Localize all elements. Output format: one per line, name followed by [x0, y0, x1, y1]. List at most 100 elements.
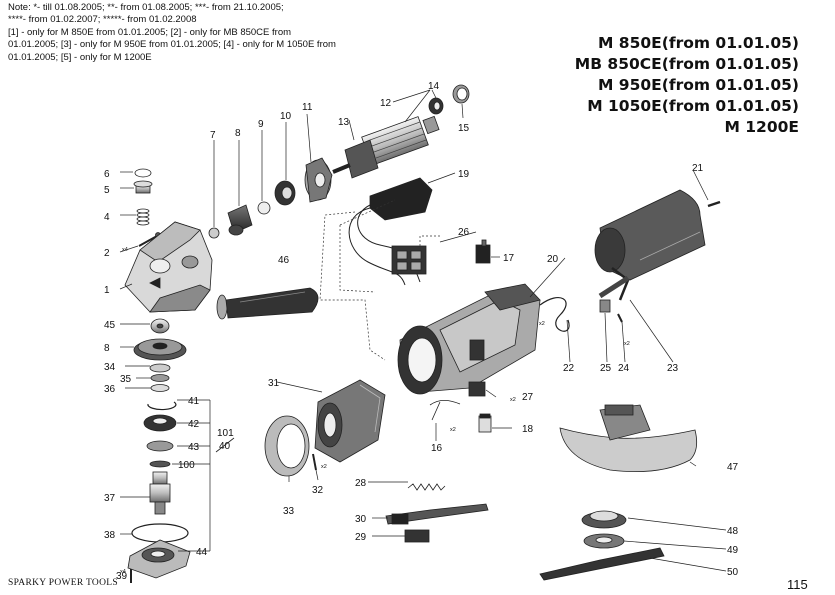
spindle-housing-part	[127, 539, 191, 579]
washer-part	[150, 384, 170, 392]
part-label: 34	[104, 362, 116, 373]
part-label: 19	[458, 169, 470, 180]
model-name: M 1050E(from 01.01.05)	[587, 97, 799, 115]
washer-part	[257, 201, 271, 215]
part-label: 35	[120, 374, 132, 385]
part-label: 27	[522, 392, 534, 403]
o-ring-part	[131, 523, 189, 543]
part-label: 38	[104, 530, 116, 541]
pinion-gear-part	[227, 204, 253, 236]
part-label: 11	[302, 102, 313, 113]
model-name: M 1200E	[724, 118, 799, 136]
part-label: 32	[312, 485, 324, 496]
page-number: 115	[787, 577, 808, 592]
quantity-mark: x4	[122, 247, 128, 253]
model-name: MB 850CE(from 01.01.05)	[574, 55, 799, 73]
part-label: 25	[600, 363, 612, 374]
cover-part	[369, 177, 433, 221]
bearing-part	[428, 97, 444, 115]
part-label: 50	[727, 567, 739, 578]
part-label: 10	[280, 111, 292, 122]
cable-guard-part	[539, 296, 570, 332]
note-line: 01.01.2005; [5] - only for M 1200E	[8, 51, 152, 63]
part-label: 33	[283, 506, 295, 517]
model-list: M 850E(from 01.01.05) MB 850CE(from 01.0…	[575, 33, 799, 138]
part-label: 4	[104, 212, 110, 223]
part-label: 100	[178, 460, 195, 471]
quantity-mark: x2	[321, 464, 327, 470]
part-label: 2	[104, 248, 110, 259]
dashed-guide-lines	[319, 199, 440, 361]
circlip-part	[147, 401, 177, 411]
flange-part	[583, 533, 625, 549]
note-line: [1] - only for M 850E from 01.01.2005; […	[8, 26, 292, 38]
motor-housing-part	[397, 283, 541, 395]
part-label: 22	[563, 363, 575, 374]
part-label: 21	[692, 163, 704, 174]
cable-part	[598, 275, 630, 299]
part-label: 48	[727, 526, 739, 537]
part-label: 18	[522, 424, 534, 435]
part-label: 101	[217, 428, 234, 439]
part-label: 40	[219, 441, 231, 452]
lock-button-part	[133, 180, 153, 194]
part-label: 20	[547, 254, 559, 265]
part-label: 28	[355, 478, 367, 489]
part-label: 30	[355, 514, 367, 525]
part-label: 6	[104, 169, 110, 180]
washer-part	[150, 374, 170, 382]
part-label: 12	[380, 98, 392, 109]
part-label: 41	[188, 396, 200, 407]
quantity-marks: x4 x2 x2 x2 x2 x2 x4	[120, 247, 630, 575]
part-label: 36	[104, 384, 116, 395]
part-label: 8	[104, 343, 110, 354]
bearing-part	[143, 414, 177, 432]
switch-lever-part	[385, 503, 489, 525]
carbon-brush-part	[429, 399, 461, 421]
brand-footer: SPARKY POWER TOOLS	[8, 578, 118, 588]
ring-part	[146, 440, 174, 452]
note-line: 01.01.2005; [3] - only for M 950E from 0…	[8, 39, 336, 51]
stator-ring-part	[264, 415, 310, 477]
part-label: 5	[104, 185, 110, 196]
part-label: 17	[503, 253, 515, 264]
o-ring-part	[134, 168, 152, 178]
rear-housing-part	[594, 189, 706, 301]
spring-part	[136, 208, 150, 226]
note-line: Note: *- till 01.08.2005; **- from 01.08…	[8, 2, 284, 13]
part-label: 14	[428, 81, 440, 92]
spindle-part	[149, 471, 171, 515]
part-label: 39	[116, 571, 128, 582]
model-name: M 950E(from 01.01.05)	[597, 76, 799, 94]
clamp-part	[599, 299, 611, 313]
part-label: 42	[188, 419, 200, 430]
part-label: 29	[355, 532, 367, 543]
stator-part	[314, 379, 386, 463]
side-handle-part	[216, 287, 319, 320]
washer-part	[149, 460, 171, 468]
screw-part	[312, 453, 317, 471]
part-label: 15	[458, 123, 470, 134]
bearing-part	[274, 180, 296, 206]
part-label: 9	[258, 119, 264, 130]
part-label: 47	[727, 462, 739, 473]
screw-part	[617, 313, 623, 323]
flange-part	[581, 510, 627, 529]
screw-part	[707, 200, 721, 208]
part-label: 13	[338, 117, 350, 128]
part-labels: 6 5 4 2 1 7 8 9 10 11 13 12 14 15 19 21 …	[104, 81, 739, 582]
model-name: M 850E(from 01.01.05)	[597, 34, 799, 52]
washer-part	[149, 363, 171, 373]
part-label: 37	[104, 493, 116, 504]
leader-lines	[119, 89, 727, 572]
wheel-guard-part	[559, 404, 698, 473]
note-line: ****- from 01.02.2007; *****- from 01.02…	[8, 14, 197, 26]
part-label: 24	[618, 363, 630, 374]
suppressor-part	[391, 245, 427, 275]
quantity-mark: x4	[120, 569, 126, 575]
quantity-mark: x2	[539, 321, 545, 327]
armature-part	[332, 115, 440, 179]
switch-button-part	[404, 529, 430, 543]
bearing-cover-part	[452, 84, 470, 104]
